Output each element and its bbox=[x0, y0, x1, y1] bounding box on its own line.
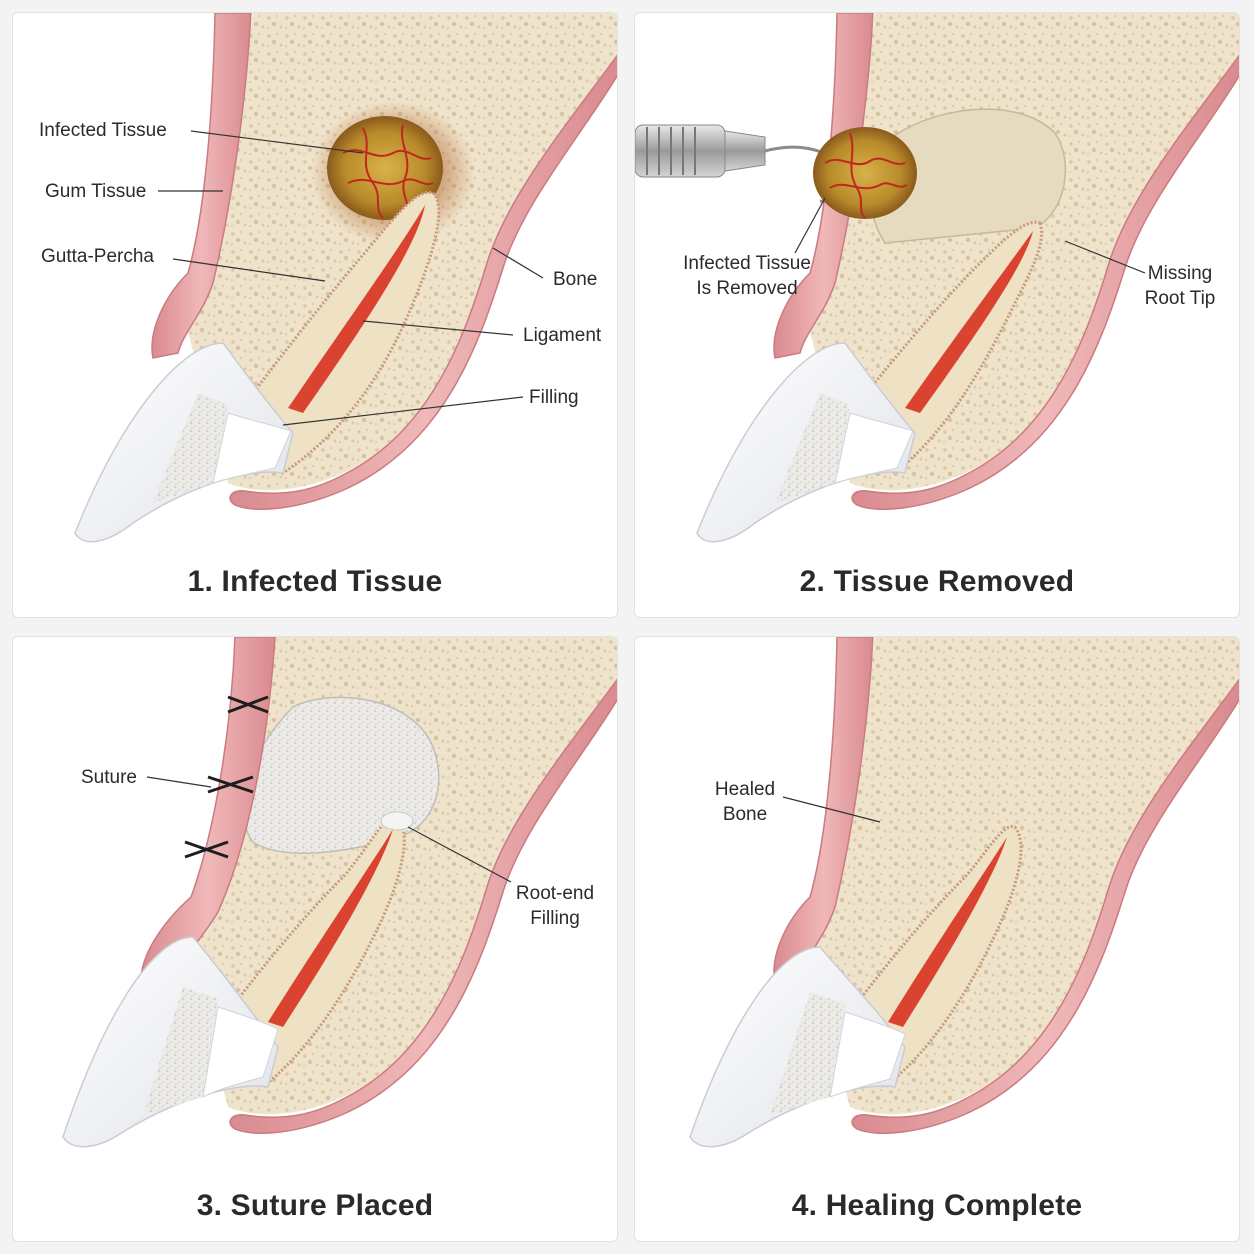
panel-title: 1. Infected Tissue bbox=[187, 565, 443, 598]
panel-healing-complete: Healed Bone 4. Healing Complete bbox=[634, 636, 1240, 1242]
label-healed-bone-line2: Bone bbox=[722, 804, 768, 825]
root-canal bbox=[288, 205, 425, 413]
gum-tissue bbox=[151, 13, 252, 359]
root-canal bbox=[888, 837, 1007, 1027]
filling-porous bbox=[775, 393, 850, 503]
label-root-end-filling-line2: Filling bbox=[530, 908, 580, 929]
label-ligament: Ligament bbox=[523, 325, 602, 346]
label-gum-tissue: Gum Tissue bbox=[45, 181, 147, 202]
label-infected-tissue-removed-line1: Infected Tissue bbox=[683, 253, 811, 274]
panel-tissue-removed: Infected Tissue Is Removed Missing Root … bbox=[634, 12, 1240, 618]
label-root-end-filling-line1: Root-end bbox=[515, 883, 595, 904]
infected-tissue-mass bbox=[327, 116, 443, 220]
leader-lines bbox=[146, 776, 512, 883]
sutures bbox=[184, 695, 269, 859]
label-missing-root-tip-line1: Missing bbox=[1147, 263, 1213, 284]
tooth-cross-section-diagram bbox=[635, 13, 1239, 543]
filling-white bbox=[829, 1011, 906, 1098]
panel-infected-tissue: Infected Tissue Gum Tissue Gutta-Percha … bbox=[12, 12, 618, 618]
filling-porous bbox=[770, 992, 845, 1115]
surgical-instrument bbox=[635, 124, 842, 203]
filling-white bbox=[202, 1006, 279, 1098]
label-bone: Bone bbox=[553, 269, 598, 290]
gum-tissue-lower bbox=[851, 54, 1239, 510]
gum-tissue-lower bbox=[851, 678, 1239, 1134]
gum-tissue-lower bbox=[229, 54, 617, 510]
label-suture: Suture bbox=[81, 767, 137, 788]
root-canal bbox=[905, 231, 1033, 413]
root-end-filling bbox=[380, 811, 414, 831]
leader-lines bbox=[782, 796, 881, 823]
label-healed-bone-line1: Healed bbox=[714, 779, 776, 800]
gum-tissue-lower bbox=[229, 678, 617, 1134]
label-filling: Filling bbox=[529, 387, 579, 408]
label-infected-tissue: Infected Tissue bbox=[39, 120, 167, 141]
leader-lines bbox=[158, 130, 544, 426]
filling-white bbox=[212, 412, 292, 484]
panel-title: 2. Tissue Removed bbox=[799, 565, 1075, 598]
filling-porous bbox=[143, 987, 218, 1115]
tooth-cross-section-diagram bbox=[74, 13, 617, 543]
label-gutta-percha: Gutta-Percha bbox=[41, 246, 154, 267]
removed-tissue-mass bbox=[813, 127, 917, 219]
panel-title: 3. Suture Placed bbox=[196, 1189, 434, 1222]
filling-porous bbox=[153, 393, 228, 503]
tooth-cross-section-diagram bbox=[689, 637, 1239, 1148]
label-infected-tissue-removed-line2: Is Removed bbox=[696, 278, 798, 299]
label-missing-root-tip-line2: Root Tip bbox=[1144, 288, 1216, 309]
leader-lines bbox=[794, 197, 1146, 274]
panel-title: 4. Healing Complete bbox=[791, 1189, 1083, 1222]
root-canal bbox=[268, 829, 393, 1027]
blood-vessels bbox=[824, 132, 908, 219]
panel-suture-placed: Suture Root-end Filling 3. Suture Placed bbox=[12, 636, 618, 1242]
filling-white bbox=[834, 412, 914, 484]
tooth-cross-section-diagram bbox=[62, 637, 617, 1148]
